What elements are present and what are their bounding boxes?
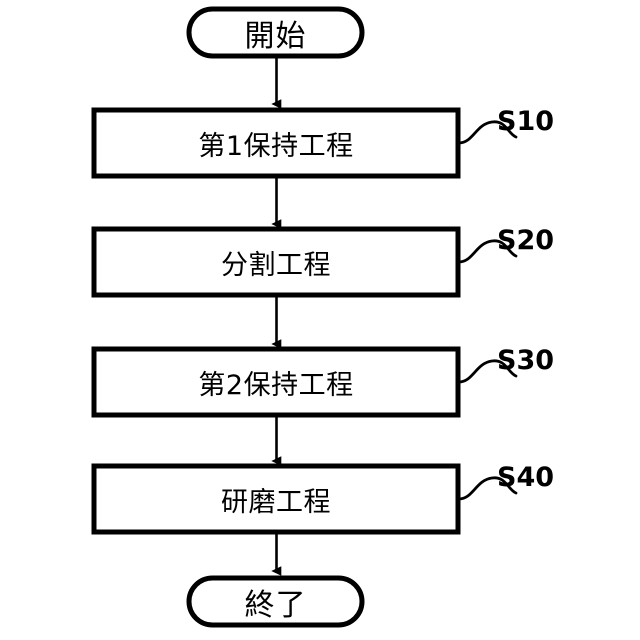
process-box-3-label: 第2保持工程 <box>198 369 354 401</box>
step-tag-s40: S40 <box>497 462 555 493</box>
leader-line-s10 <box>457 120 518 145</box>
leader-line-s30 <box>457 359 518 384</box>
process-box-4-shape <box>91 463 461 535</box>
start-terminator-label: 開始 <box>244 18 307 54</box>
process-box-2-label: 分割工程 <box>221 249 331 281</box>
process-box-1-label: 第1保持工程 <box>198 130 354 162</box>
process-box-1-shape <box>91 107 461 179</box>
leader-line-s20 <box>457 239 518 264</box>
leader-line-s40 <box>457 476 518 501</box>
process-box-4-label: 研磨工程 <box>221 486 331 518</box>
end-terminator-label: 終了 <box>244 587 307 623</box>
step-tag-s30: S30 <box>497 345 555 376</box>
end-terminator-shape <box>186 575 365 628</box>
step-tag-s20: S20 <box>497 225 555 256</box>
step-tag-s10: S10 <box>497 106 555 137</box>
